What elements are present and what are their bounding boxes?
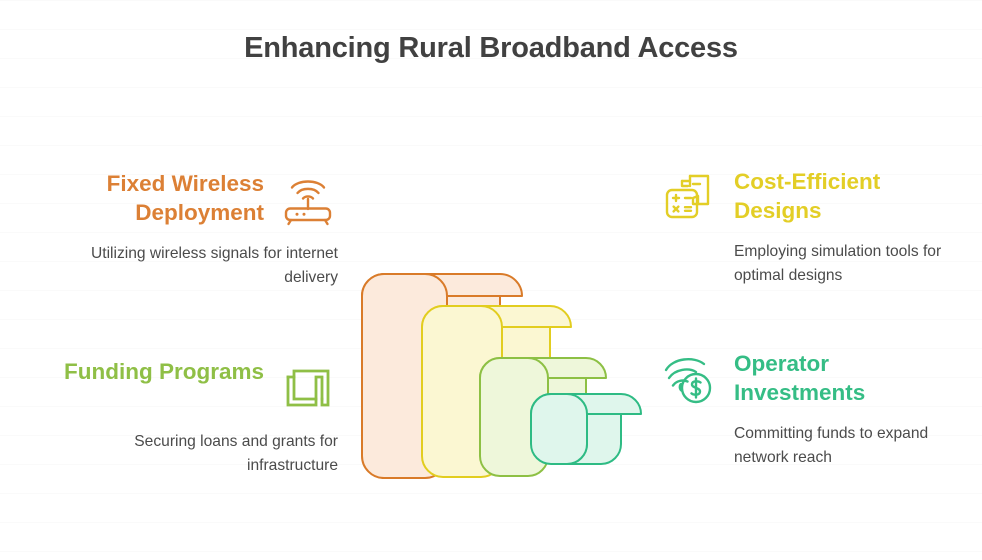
card-description: Utilizing wireless signals for internet …	[91, 245, 338, 286]
card-operator-investments: Operator Investments Committing funds to…	[660, 350, 950, 469]
card-heading: Cost-Efficient Designs	[734, 169, 881, 223]
card-header: Fixed Wireless Deployment	[48, 170, 338, 230]
card-heading: Fixed Wireless Deployment	[106, 171, 264, 225]
interlocking-brackets-icon	[278, 358, 338, 418]
card-header: Cost-Efficient Designs	[660, 168, 950, 228]
card-description: Securing loans and grants for infrastruc…	[134, 433, 338, 474]
card-header: Funding Programs	[48, 358, 338, 418]
page-title: Enhancing Rural Broadband Access	[244, 32, 738, 64]
wireless-router-icon	[278, 170, 338, 230]
calculator-document-icon	[660, 168, 720, 228]
card-cost-efficient-designs: Cost-Efficient Designs Employing simulat…	[660, 168, 950, 287]
card-heading: Funding Programs	[63, 359, 264, 384]
card-funding-programs: Funding Programs Securing loans and gran…	[48, 358, 338, 477]
card-heading: Operator Investments	[734, 351, 866, 405]
wifi-dollar-coin-icon	[660, 350, 720, 410]
layer-teal	[530, 393, 642, 465]
card-fixed-wireless-deployment: Fixed Wireless Deployment Utilizing wire…	[48, 170, 338, 289]
card-description: Employing simulation tools for optimal d…	[734, 243, 942, 284]
card-header: Operator Investments	[660, 350, 950, 410]
card-description: Committing funds to expand network reach	[734, 425, 929, 466]
nested-isometric-blocks-graphic	[352, 196, 662, 496]
